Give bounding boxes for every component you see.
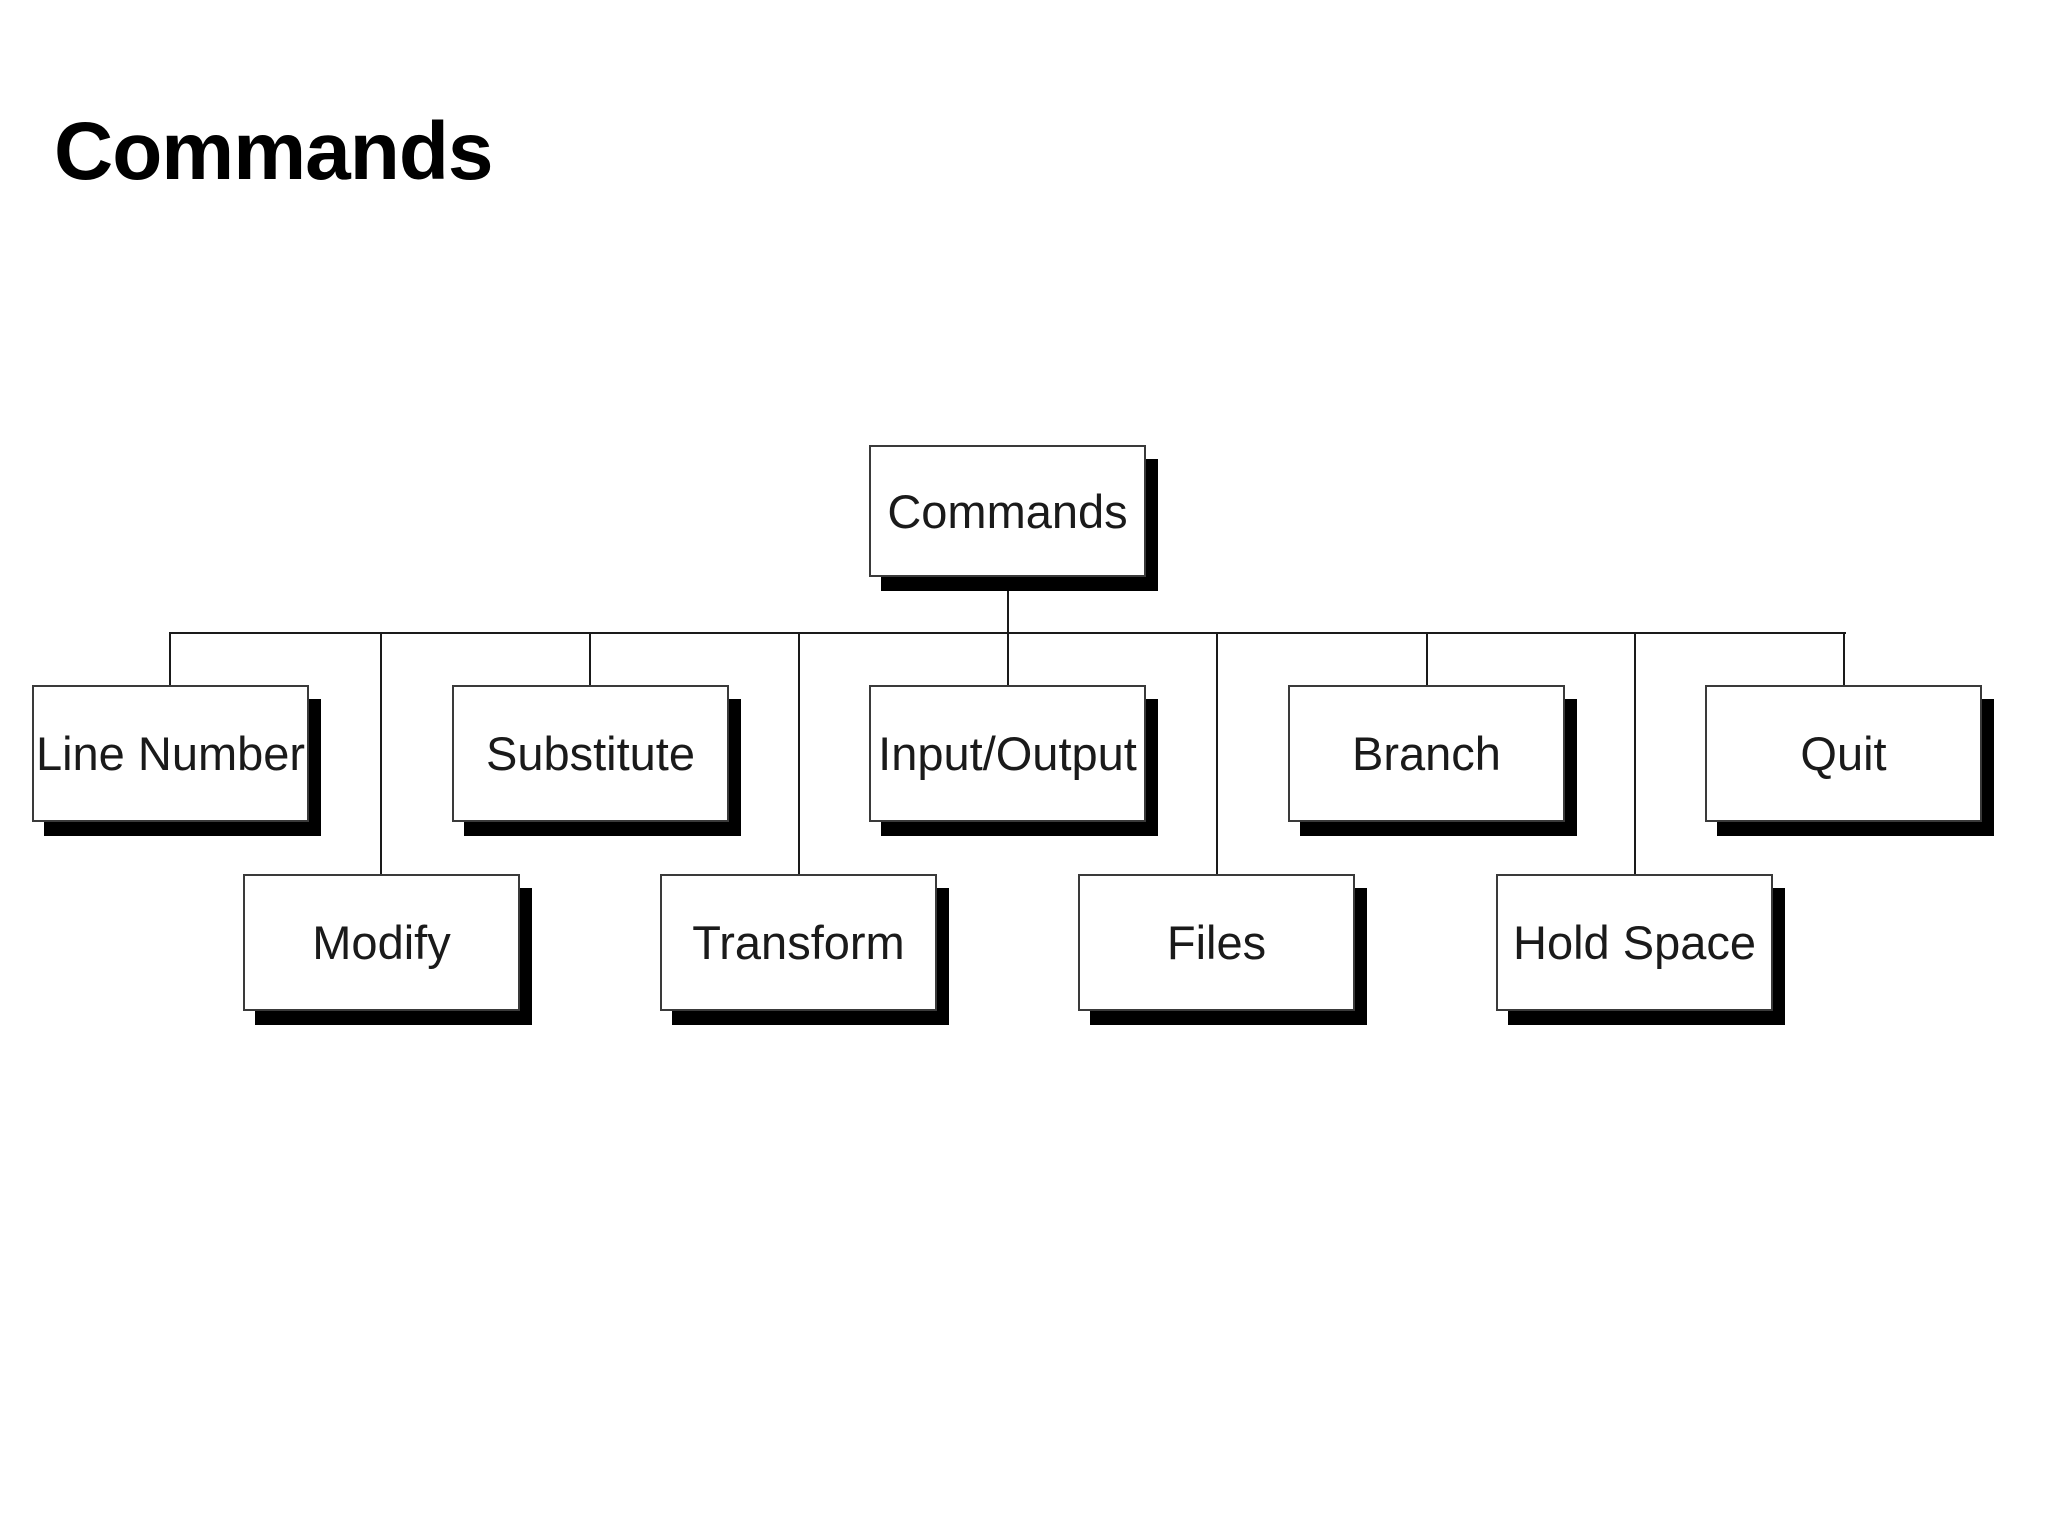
node-label: Hold Space: [1513, 916, 1756, 969]
connector-drop-hold-space: [1634, 632, 1636, 877]
connector-drop-quit: [1843, 632, 1845, 688]
node-quit: Quit: [1705, 685, 1982, 822]
node-input-output: Input/Output: [869, 685, 1146, 822]
node-modify: Modify: [243, 874, 520, 1011]
page-title: Commands: [54, 105, 494, 197]
connector-drop-files: [1216, 632, 1218, 877]
connector-drop-modify: [380, 632, 382, 877]
node-files: Files: [1078, 874, 1355, 1011]
node-label: Commands: [887, 484, 1128, 538]
node-hold-space: Hold Space: [1496, 874, 1773, 1011]
node-label: Line Number: [35, 727, 306, 780]
connector-drop-transform: [798, 632, 800, 877]
node-substitute: Substitute: [452, 685, 729, 822]
node-label: Files: [1166, 916, 1267, 969]
node-transform: Transform: [660, 874, 937, 1011]
connector-drop-line-number: [169, 632, 171, 688]
node-commands-root: Commands: [869, 445, 1146, 577]
node-label: Branch: [1352, 727, 1501, 780]
node-label: Substitute: [485, 727, 696, 780]
node-label: Modify: [312, 916, 451, 969]
node-label: Input/Output: [878, 727, 1137, 780]
connector-drop-substitute: [589, 632, 591, 688]
connector-drop-input-output: [1007, 632, 1009, 688]
node-branch: Branch: [1288, 685, 1565, 822]
node-line-number: Line Number: [32, 685, 309, 822]
node-label: Transform: [692, 916, 905, 969]
connector-drop-branch: [1426, 632, 1428, 688]
connector-root-drop: [1007, 570, 1009, 634]
node-label: Quit: [1800, 727, 1887, 780]
